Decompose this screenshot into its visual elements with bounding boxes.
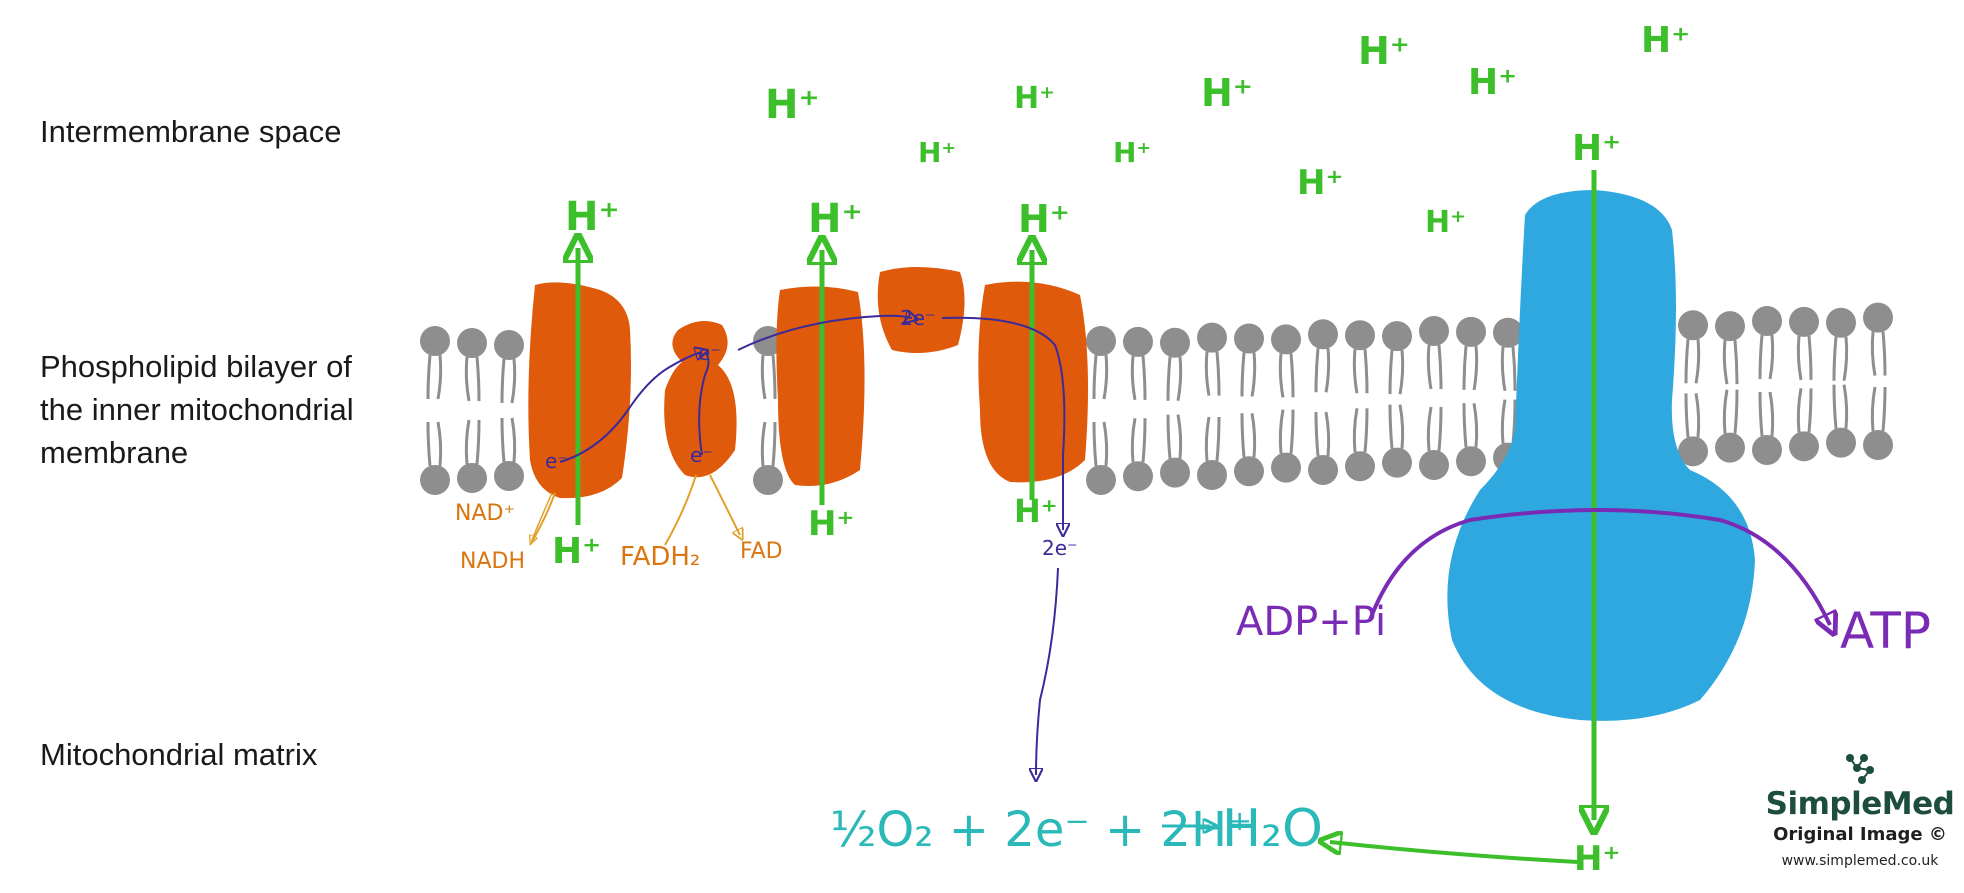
adp-to-atp-arrow: [1368, 508, 1830, 625]
phospholipid: [1752, 305, 1782, 380]
phospholipid: [1123, 326, 1153, 401]
phospholipid: [1678, 310, 1708, 384]
phospholipid: [420, 421, 450, 495]
phospholipid: [753, 326, 783, 400]
phospholipid: [753, 421, 783, 495]
phospholipid: [1715, 311, 1745, 385]
matrix-label: Mitochondrial matrix: [40, 737, 318, 772]
proton-float-6: H⁺: [1297, 163, 1343, 203]
phospholipid: [1863, 302, 1893, 376]
phospholipid: [1345, 320, 1375, 394]
phospholipid: [1086, 325, 1116, 400]
atp-synthase: [1447, 190, 1755, 721]
electron-path-fad: [698, 351, 710, 456]
logo-name: SimpleMed: [1765, 786, 1955, 822]
phospholipid: [1234, 323, 1264, 397]
nad-arrow: [532, 492, 553, 540]
phospholipid: [1308, 411, 1338, 485]
intermembrane-space-label: Intermembrane space: [40, 114, 342, 149]
logo-url: www.simplemed.co.uk: [1781, 853, 1939, 869]
fadh2-label: FADH₂: [620, 542, 700, 572]
proton-float-2: H⁺: [918, 136, 956, 169]
proton-above-complex-iv: H⁺: [1018, 197, 1070, 241]
proton-float-8: H⁺: [1425, 205, 1466, 240]
phospholipid: [1271, 324, 1301, 398]
phospholipid: [1789, 306, 1819, 381]
cytochrome-c: [877, 267, 965, 354]
phospholipid: [1456, 316, 1486, 391]
phospholipid: [1382, 404, 1412, 478]
electron-label-complex-ii: e⁻: [690, 443, 713, 467]
phospholipid: [1345, 408, 1375, 482]
bilayer-label: Phospholipid bilayer of the inner mitoch…: [40, 349, 354, 470]
proton-below-complex-iii: H⁺: [808, 504, 854, 544]
phospholipid: [1197, 322, 1227, 396]
phospholipid: [494, 417, 524, 491]
fadh2-arrow: [664, 474, 697, 546]
electron-label-complex-i: e⁻: [545, 449, 568, 473]
phospholipid: [1715, 389, 1745, 463]
nadh-label: NADH: [460, 549, 525, 574]
phospholipid: [1826, 307, 1856, 382]
electron-label-matrix: 2e⁻: [1042, 536, 1078, 560]
electron-path-c3: [737, 316, 912, 351]
phospholipid-bilayer: [420, 302, 1893, 495]
phospholipid: [1419, 315, 1449, 390]
phospholipid: [1271, 409, 1301, 483]
fad-arrow: [709, 474, 740, 535]
proton-float-1: H⁺: [765, 82, 820, 128]
phospholipid: [1826, 384, 1856, 458]
phospholipid: [1789, 388, 1819, 462]
molecule-icon: [1846, 754, 1874, 784]
phospholipid: [1234, 413, 1264, 487]
phospholipid: [1086, 421, 1116, 495]
proton-float-5: H⁺: [1201, 71, 1253, 115]
phospholipid: [457, 419, 487, 493]
proton-to-water-arrow: [1330, 842, 1579, 864]
proton-float-3: H⁺: [1014, 81, 1055, 116]
phospholipid: [1382, 321, 1412, 395]
equation-product: H₂O: [1222, 799, 1323, 859]
equation-reactants: ½O₂ + 2e⁻ + 2H⁺: [830, 802, 1252, 858]
nad-label: NAD⁺: [455, 501, 515, 526]
proton-float-4: H⁺: [1113, 136, 1151, 169]
proton-float-10: H⁺: [1641, 20, 1690, 61]
simplemed-logo: SimpleMed Original Image © www.simplemed…: [1760, 752, 1960, 869]
adp-pi-label: ADP+Pi: [1236, 599, 1386, 645]
fad-label: FAD: [740, 539, 783, 564]
proton-below-complex-i: H⁺: [552, 531, 601, 572]
electron-path-to-oxygen: [1036, 567, 1059, 775]
phospholipid: [1197, 416, 1227, 490]
proton-below-complex-iv: H⁺: [1014, 492, 1058, 530]
phospholipid: [1419, 406, 1449, 480]
electron-path: [559, 352, 702, 463]
proton-float-9: H⁺: [1468, 62, 1517, 103]
phospholipid: [1160, 327, 1190, 402]
proton-above-complex-i: H⁺: [565, 194, 620, 240]
proton-above-complex-iii: H⁺: [808, 196, 863, 242]
electron-path-c4: [941, 316, 1064, 530]
phospholipid: [1123, 418, 1153, 492]
phospholipid: [457, 328, 487, 402]
phospholipid: [1863, 386, 1893, 460]
atp-label: ATP: [1840, 602, 1931, 660]
phospholipid: [1493, 317, 1523, 392]
electron-label-complex-ii-top: e⁻: [698, 341, 721, 365]
proton-float-7: H⁺: [1358, 29, 1410, 73]
phospholipid: [1308, 319, 1338, 393]
electron-label-cytc: 2e⁻: [900, 306, 936, 330]
proton-above-atp-synthase: H⁺: [1572, 128, 1621, 169]
phospholipid: [1752, 391, 1782, 465]
phospholipid: [494, 330, 524, 404]
phospholipid: [1160, 414, 1190, 488]
phospholipid: [1678, 393, 1708, 467]
logo-subtitle: Original Image ©: [1773, 824, 1947, 845]
phospholipid: [1456, 403, 1486, 477]
phospholipid: [420, 326, 450, 400]
proton-matrix-atp: H⁺: [1574, 839, 1620, 879]
